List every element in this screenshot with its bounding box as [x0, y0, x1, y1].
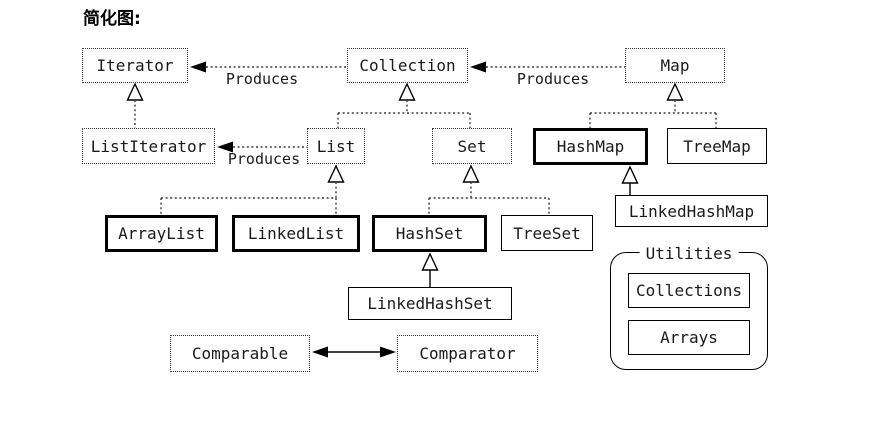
inherit-arrow-listiterator-to-iterator [126, 82, 144, 128]
node-hash-map: HashMap [533, 128, 648, 165]
node-list-iterator: ListIterator [82, 128, 215, 164]
produces-label-collection: Produces [516, 70, 590, 88]
node-collections-utility: Collections [628, 273, 750, 308]
produces-label-iterator: Produces [225, 70, 299, 88]
node-hash-set: HashSet [372, 215, 487, 252]
node-list: List [307, 128, 365, 164]
association-arrow-comparable-comparator [312, 346, 396, 358]
node-collection: Collection [347, 48, 468, 83]
node-iterator: Iterator [82, 48, 188, 83]
utilities-group: Utilities Collections Arrays [610, 244, 768, 370]
node-linked-hash-set: LinkedHashSet [348, 287, 512, 320]
node-comparable: Comparable [170, 335, 310, 372]
utilities-group-legend: Utilities [639, 244, 739, 263]
inherit-arrow-hashset-treeset-to-set [428, 164, 550, 215]
node-linked-list: LinkedList [232, 215, 360, 252]
diagram-title: 简化图: [83, 9, 141, 29]
node-arrays-utility: Arrays [628, 320, 750, 355]
inherit-arrow-arraylist-linkedlist-to-list [160, 164, 345, 215]
node-tree-set: TreeSet [501, 215, 593, 251]
node-array-list: ArrayList [105, 215, 218, 252]
node-map: Map [625, 48, 725, 83]
node-comparator: Comparator [397, 335, 538, 372]
inherit-arrow-linkedhashmap-to-hashmap [621, 165, 639, 195]
inherit-arrow-linkedhashset-to-hashset [421, 252, 439, 287]
inherit-arrow-list-set-to-collection [337, 82, 471, 128]
node-linked-hash-map: LinkedHashMap [615, 195, 768, 227]
produces-label-listiterator: Produces [227, 150, 301, 168]
node-set: Set [432, 128, 512, 164]
inherit-arrow-hashmap-treemap-to-map [589, 82, 717, 128]
node-tree-map: TreeMap [667, 128, 767, 164]
